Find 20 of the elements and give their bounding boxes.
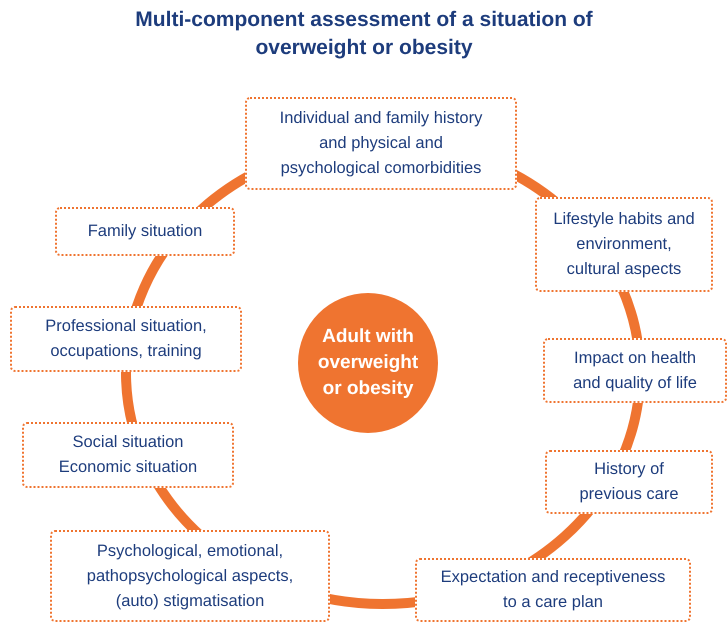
center-label: Adult with overweight or obesity xyxy=(316,325,420,401)
topic-box xyxy=(535,197,713,292)
topic-label: Expectation and receptiveness to a care plan xyxy=(440,567,666,613)
topic-box xyxy=(415,558,691,622)
topic-label: Lifestyle habits and environment, cultural aspects xyxy=(552,209,696,280)
topic-box xyxy=(10,306,242,372)
topic-box xyxy=(545,450,713,514)
topic-label: Psychological, emotional, pathopsychological aspects, (auto) stigmatisation xyxy=(86,540,294,612)
topic-box xyxy=(543,338,727,403)
topic-box xyxy=(22,422,234,488)
topic-label: Impact on health and quality of life xyxy=(572,348,698,394)
topic-box xyxy=(55,207,235,256)
topic-label: Individual and family history and physical and psychological comorbidities xyxy=(278,108,484,179)
title: Multi-component assessment of a situation of overweight or obesity xyxy=(134,7,594,61)
topic-box xyxy=(245,97,517,190)
topic-label: Social situation Economic situation xyxy=(58,432,198,478)
topic-label: Family situation xyxy=(88,221,202,242)
topic-label: Professional situation, occupations, training xyxy=(44,316,208,362)
topic-label: History of previous care xyxy=(578,459,680,505)
topic-box xyxy=(50,530,330,622)
